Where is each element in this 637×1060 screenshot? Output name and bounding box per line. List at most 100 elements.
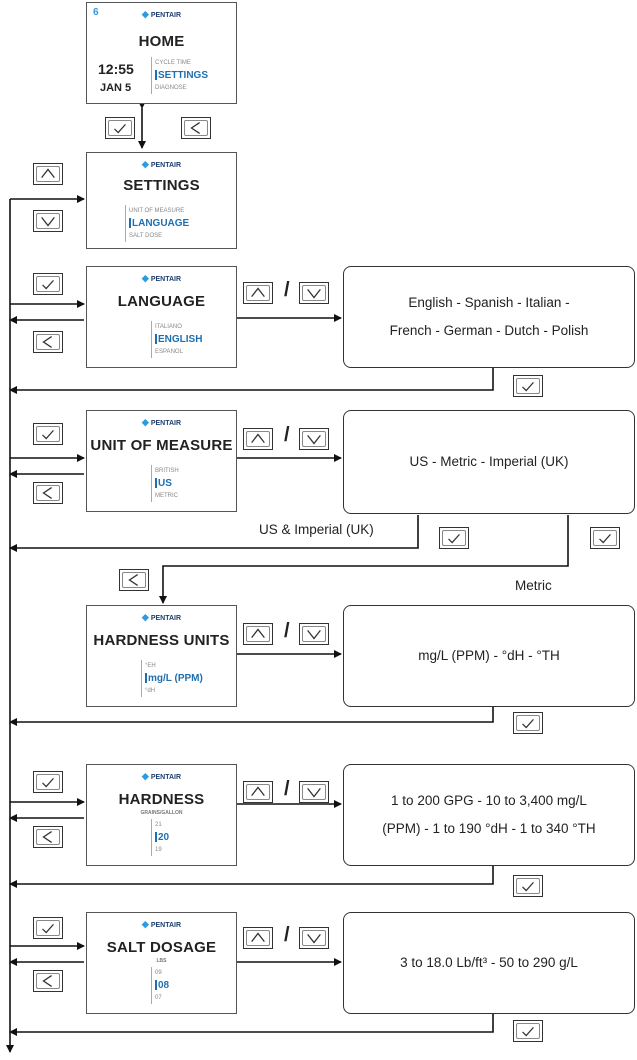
option: °EH bbox=[145, 663, 156, 669]
option: ESPANOL bbox=[155, 349, 183, 355]
check-icon bbox=[522, 881, 534, 892]
hardness-units-options-box: mg/L (PPM) - °dH - °TH bbox=[343, 605, 635, 707]
home-screen: 6 ◆PENTAIR HOME 12:55 JAN 5 CYCLE TIME S… bbox=[86, 2, 237, 104]
separator-slash: / bbox=[284, 778, 290, 800]
salt-dosage-screen: ◆PENTAIR SALT DOSAGE LBS 09 08 07 bbox=[86, 912, 237, 1014]
up-arrow-icon bbox=[251, 786, 265, 797]
back-button[interactable] bbox=[33, 482, 63, 504]
separator-slash: / bbox=[284, 424, 290, 446]
up-arrow-icon bbox=[251, 932, 265, 943]
screen-title: SALT DOSAGE bbox=[106, 939, 217, 956]
up-arrow-icon bbox=[251, 628, 265, 639]
down-button[interactable] bbox=[299, 781, 329, 803]
pentair-logo: ◆PENTAIR bbox=[141, 273, 182, 283]
check-button[interactable] bbox=[513, 712, 543, 734]
pentair-logo: ◆PENTAIR bbox=[141, 612, 182, 622]
down-button[interactable] bbox=[33, 210, 63, 232]
pentair-diamond-icon: ◆ bbox=[141, 159, 149, 169]
screen-subtitle: LBS bbox=[156, 958, 167, 964]
up-button[interactable] bbox=[243, 428, 273, 450]
option: °dH bbox=[145, 688, 156, 694]
up-button[interactable] bbox=[243, 623, 273, 645]
screen-title: HOME bbox=[138, 33, 185, 50]
option-selected: US bbox=[155, 477, 179, 490]
check-icon bbox=[42, 429, 54, 440]
back-button[interactable] bbox=[119, 569, 149, 591]
back-button[interactable] bbox=[33, 970, 63, 992]
back-icon bbox=[190, 122, 200, 134]
back-icon bbox=[42, 831, 52, 843]
option-selected: ENGLISH bbox=[155, 333, 202, 346]
home-number: 6 bbox=[93, 7, 99, 18]
check-button[interactable] bbox=[33, 771, 63, 793]
option-selected: 20 bbox=[155, 831, 169, 844]
check-button[interactable] bbox=[590, 527, 620, 549]
down-arrow-icon bbox=[307, 434, 321, 445]
option: UNIT OF MEASURE bbox=[129, 208, 185, 214]
check-button[interactable] bbox=[105, 117, 135, 139]
box-line: US - Metric - Imperial (UK) bbox=[409, 454, 569, 469]
option: BRITISH bbox=[155, 468, 179, 474]
check-icon bbox=[42, 777, 54, 788]
separator-slash: / bbox=[284, 279, 290, 301]
hardness-units-screen: ◆PENTAIR HARDNESS UNITS °EH mg/L (PPM) °… bbox=[86, 605, 237, 707]
up-button[interactable] bbox=[33, 163, 63, 185]
back-icon bbox=[42, 975, 52, 987]
up-button[interactable] bbox=[243, 927, 273, 949]
down-arrow-icon bbox=[41, 216, 55, 227]
option-list: 21 20 19 bbox=[151, 819, 169, 856]
option-selected: 08 bbox=[155, 979, 169, 992]
screen-title: SETTINGS bbox=[123, 177, 200, 194]
back-icon bbox=[42, 336, 52, 348]
down-button[interactable] bbox=[299, 282, 329, 304]
box-line: French - German - Dutch - Polish bbox=[389, 323, 589, 338]
back-button[interactable] bbox=[33, 331, 63, 353]
option: ITALIANO bbox=[155, 324, 182, 330]
up-button[interactable] bbox=[243, 781, 273, 803]
check-icon bbox=[42, 279, 54, 290]
option: 09 bbox=[155, 970, 162, 976]
up-arrow-icon bbox=[251, 433, 265, 444]
option: SALT DOSE bbox=[129, 233, 163, 239]
screen-title: UNIT OF MEASURE bbox=[90, 437, 233, 454]
check-button[interactable] bbox=[33, 423, 63, 445]
check-icon bbox=[114, 123, 126, 134]
option-list: 09 08 07 bbox=[151, 967, 169, 1004]
check-button[interactable] bbox=[439, 527, 469, 549]
option-selected: SETTINGS bbox=[155, 69, 208, 82]
pentair-diamond-icon: ◆ bbox=[141, 9, 149, 19]
check-button[interactable] bbox=[33, 273, 63, 295]
language-options-box: English - Spanish - Italian -French - Ge… bbox=[343, 266, 635, 368]
option: 21 bbox=[155, 822, 162, 828]
down-button[interactable] bbox=[299, 428, 329, 450]
pentair-logo: ◆PENTAIR bbox=[141, 919, 182, 929]
check-icon bbox=[42, 923, 54, 934]
home-time: 12:55 bbox=[98, 61, 134, 77]
option-list: °EH mg/L (PPM) °dH bbox=[141, 660, 203, 697]
up-arrow-icon bbox=[251, 287, 265, 298]
screen-title: LANGUAGE bbox=[117, 293, 206, 310]
back-button[interactable] bbox=[181, 117, 211, 139]
back-icon bbox=[42, 487, 52, 499]
down-button[interactable] bbox=[299, 927, 329, 949]
unit-of-measure-screen: ◆PENTAIR UNIT OF MEASURE BRITISH US METR… bbox=[86, 410, 237, 512]
back-button[interactable] bbox=[33, 826, 63, 848]
pentair-logo: ◆PENTAIR bbox=[141, 9, 182, 19]
separator-slash: / bbox=[284, 620, 290, 642]
pentair-diamond-icon: ◆ bbox=[141, 273, 149, 283]
separator-slash: / bbox=[284, 924, 290, 946]
check-button[interactable] bbox=[513, 875, 543, 897]
check-button[interactable] bbox=[513, 375, 543, 397]
check-button[interactable] bbox=[513, 1020, 543, 1042]
down-arrow-icon bbox=[307, 933, 321, 944]
pentair-diamond-icon: ◆ bbox=[141, 919, 149, 929]
screen-title: HARDNESS UNITS bbox=[93, 632, 230, 649]
check-button[interactable] bbox=[33, 917, 63, 939]
up-button[interactable] bbox=[243, 282, 273, 304]
pentair-diamond-icon: ◆ bbox=[141, 771, 149, 781]
down-button[interactable] bbox=[299, 623, 329, 645]
option: 19 bbox=[155, 847, 162, 853]
option-list: UNIT OF MEASURE LANGUAGE SALT DOSE bbox=[125, 205, 189, 242]
pentair-diamond-icon: ◆ bbox=[141, 417, 149, 427]
hardness-options-box: 1 to 200 GPG - 10 to 3,400 mg/L(PPM) - 1… bbox=[343, 764, 635, 866]
